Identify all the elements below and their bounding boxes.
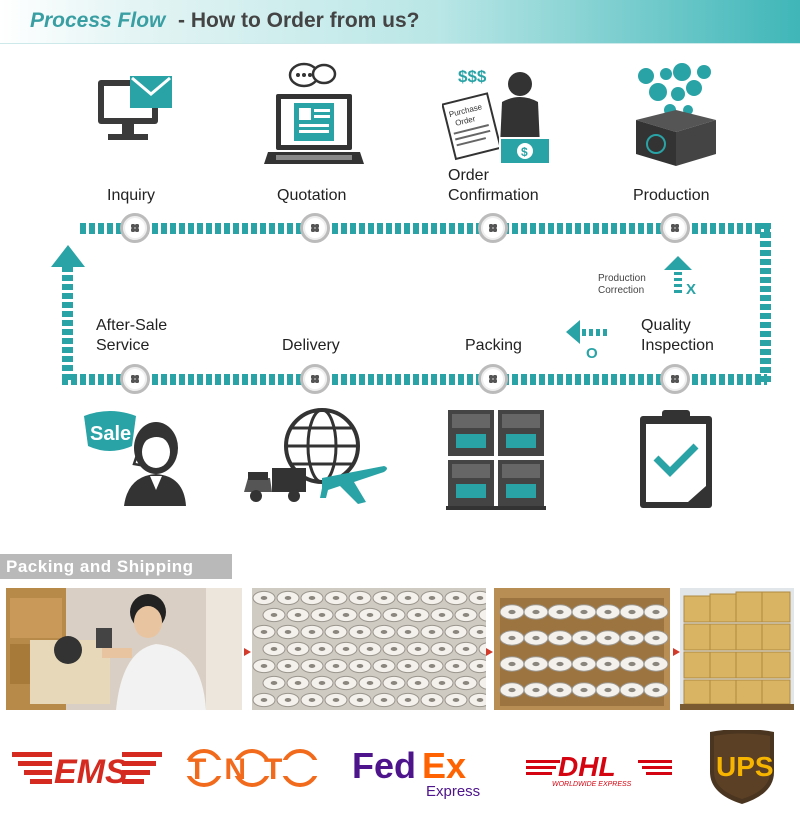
ups-logo-text: UPS: [716, 751, 774, 782]
step-node-quality: [660, 364, 690, 394]
stacked-boxes-icon: [446, 408, 548, 515]
step-node-order: [478, 213, 508, 243]
process-flow: Inquiry Quotation Order Confirmation Pro…: [0, 44, 800, 544]
sale-badge-text: Sale: [90, 423, 131, 445]
dhl-logo-text: DHL: [558, 751, 616, 782]
step-node-delivery: [300, 364, 330, 394]
clipboard-check-icon: [638, 406, 718, 517]
svg-text:$: $: [521, 145, 528, 159]
flow-top-line: [80, 223, 770, 234]
worker-taping-box-photo: [6, 588, 242, 710]
header-title-rest: - How to Order from us?: [178, 9, 420, 32]
fedex-sub-text: Express: [426, 783, 480, 800]
cartons-on-pallet-photo: [680, 588, 794, 710]
dhl-logo: DHL WORLDWIDE EXPRESS: [526, 748, 672, 793]
header-banner: Process Flow - How to Order from us?: [0, 0, 800, 44]
tnt-logo: TNT: [180, 748, 326, 793]
step-label-quality-1: Quality: [641, 317, 691, 334]
fedex-logo: Fed Ex Express: [352, 744, 502, 807]
step-label-after-sale-2: Service: [96, 337, 150, 354]
step-node-quotation: [300, 213, 330, 243]
left-arrow-o-icon: O: [566, 320, 614, 365]
step-label-inquiry: Inquiry: [107, 187, 156, 204]
flow-bottom-line: [62, 374, 767, 385]
step-node-production: [660, 213, 690, 243]
computer-mail-icon: [96, 74, 176, 159]
svg-text:X: X: [686, 281, 696, 298]
production-box-icon: [632, 62, 722, 173]
rolls-stack-photo: [252, 588, 486, 710]
money-text: $$$: [458, 67, 487, 86]
photo-arrow-3: [673, 648, 680, 656]
globe-truck-plane-icon: [244, 406, 390, 515]
flow-left-line: [62, 266, 73, 382]
step-node-packing: [478, 364, 508, 394]
ups-logo: UPS: [704, 729, 780, 811]
up-arrow-x-icon: X: [664, 256, 704, 305]
laptop-chat-icon: [262, 60, 366, 173]
step-label-packing: Packing: [465, 337, 522, 354]
svg-text:O: O: [586, 345, 598, 360]
up-arrow-icon: [51, 245, 85, 274]
step-label-quotation: Quotation: [277, 187, 347, 204]
step-label-order-1: Order: [448, 167, 489, 184]
step-label-quality-2: Inspection: [641, 337, 714, 354]
rolls-in-carton-photo: [494, 588, 670, 710]
purchase-order-icon: $$$ Purchase Order $: [441, 62, 554, 173]
step-label-order-2: Confirmation: [448, 187, 539, 204]
sale-support-icon: Sale: [80, 406, 190, 515]
photo-arrow-2: [486, 648, 493, 656]
ems-logo-text: EMS: [54, 753, 128, 788]
step-label-after-sale-1: After-Sale: [96, 317, 168, 334]
svg-text:Fed: Fed: [352, 745, 416, 786]
photo-arrow-1: [244, 648, 251, 656]
svg-text:Ex: Ex: [422, 745, 466, 786]
production-correction-1: Production: [598, 273, 646, 284]
step-node-after-sale: [120, 364, 150, 394]
tnt-logo-text: TNT: [188, 753, 300, 786]
header-title-italic: Process Flow: [30, 9, 166, 32]
packing-section-title: Packing and Shipping: [0, 554, 232, 579]
step-node-inquiry: [120, 213, 150, 243]
dhl-sub-text: WORLDWIDE EXPRESS: [552, 781, 632, 788]
step-label-production: Production: [633, 187, 710, 204]
production-correction-2: Correction: [598, 285, 645, 296]
ems-logo: EMS: [12, 748, 162, 793]
step-label-delivery: Delivery: [282, 337, 340, 354]
flow-right-line: [760, 223, 771, 383]
